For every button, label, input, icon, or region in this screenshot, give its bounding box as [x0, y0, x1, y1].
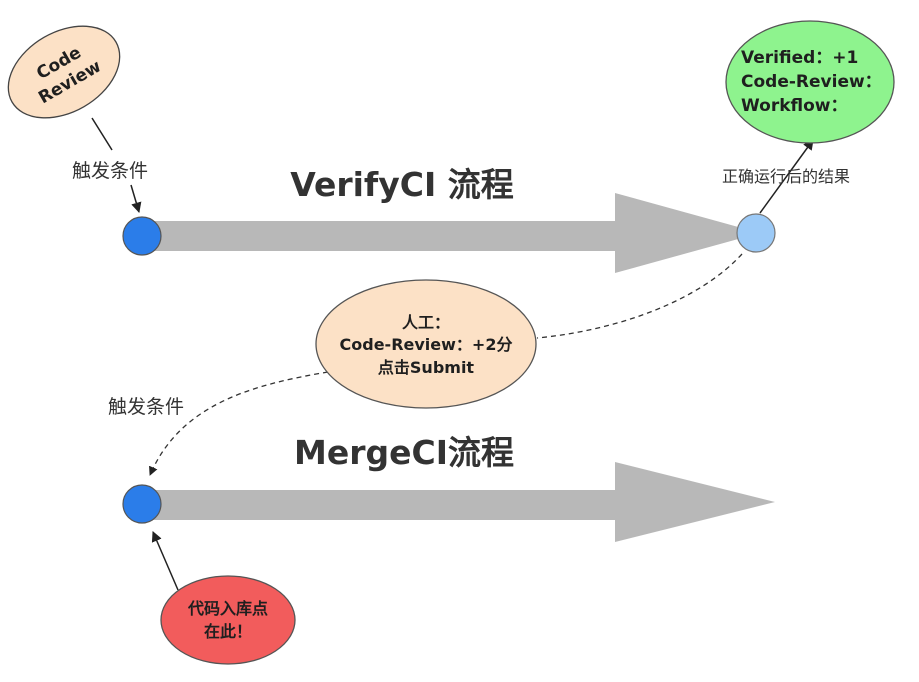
entry-point-bubble: 代码入库点 在此！: [160, 575, 296, 665]
entry-point-line-1: 代码入库点: [187, 599, 268, 618]
result-line-workflow: Workflow：: [741, 96, 848, 116]
trigger-label-bottom: 触发条件: [108, 396, 184, 418]
merge-start-node: [122, 484, 162, 524]
verify-flow-arrow: [140, 193, 760, 273]
merge-flow-arrow: [140, 462, 775, 542]
code-review-connector: [91, 117, 113, 151]
result-line-code-review: Code-Review：: [741, 72, 882, 92]
manual-approval-bubble: 人工： Code-Review：+2分 点击Submit: [315, 279, 537, 409]
dashed-connector-verify-to-manual: [536, 253, 743, 339]
result-arrow: [759, 139, 814, 214]
code-review-bubble: Code Review: [7, 25, 121, 119]
entry-point-arrow: [151, 531, 179, 591]
result-line-verified: Verified：+1: [741, 48, 858, 68]
after-run-label: 正确运行后的结果: [722, 167, 850, 186]
verify-start-node: [122, 216, 162, 256]
manual-line-1: 人工：: [402, 313, 450, 332]
merge-flow-title: MergeCI流程: [294, 433, 514, 472]
dashed-connector-manual-to-merge: [149, 371, 329, 476]
result-bubble: Verified：+1 Code-Review： Workflow：: [725, 20, 895, 144]
verify-flow-title: VerifyCI 流程: [290, 165, 514, 204]
entry-point-line-2: 在此！: [204, 622, 252, 641]
manual-line-2: Code-Review：+2分: [340, 335, 513, 354]
manual-line-3: 点击Submit: [378, 358, 475, 377]
verify-end-node: [736, 213, 776, 253]
trigger-top-arrow: [130, 184, 142, 214]
trigger-label-top: 触发条件: [72, 160, 148, 182]
